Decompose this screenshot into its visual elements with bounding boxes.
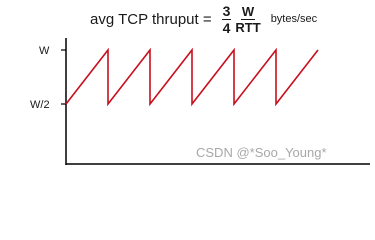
y-label-w: W bbox=[39, 45, 50, 57]
formula-label: avg TCP thruput = bbox=[90, 10, 212, 28]
coefficient-fraction: 3 4 bbox=[221, 2, 232, 36]
sawtooth-plot: W W/2 bbox=[30, 38, 370, 165]
coefficient-numerator: 3 bbox=[221, 2, 232, 20]
window-numerator: W bbox=[240, 3, 256, 20]
throughput-formula: avg TCP thruput = 3 4 W RTT bytes/sec bbox=[90, 3, 317, 35]
coefficient-denominator: 4 bbox=[222, 19, 231, 36]
window-rtt-fraction: W RTT bbox=[234, 5, 261, 34]
y-label-w-half: W/2 bbox=[30, 99, 50, 111]
formula-units: bytes/sec bbox=[270, 13, 318, 25]
congestion-window-series bbox=[65, 47, 319, 107]
sawtooth-line bbox=[65, 47, 319, 107]
watermark: CSDN @*Soo_Young* bbox=[196, 145, 327, 160]
rtt-denominator: RTT bbox=[235, 19, 261, 35]
